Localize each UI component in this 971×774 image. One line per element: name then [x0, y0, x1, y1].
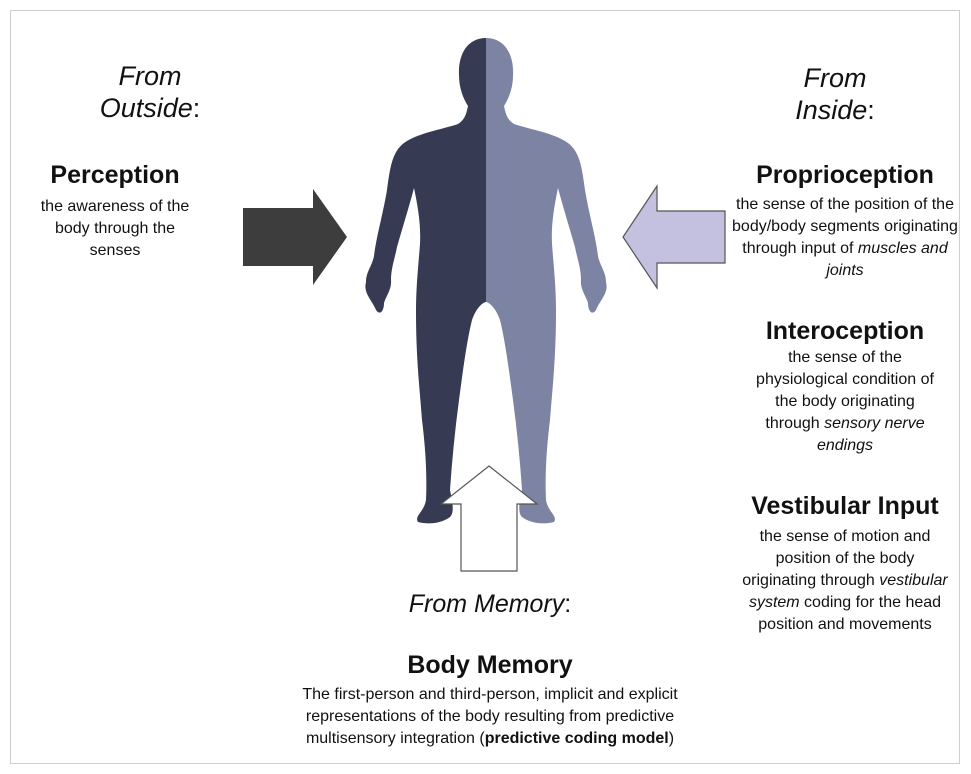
perception-title: Perception: [20, 160, 210, 190]
from-inside-colon: :: [867, 95, 875, 125]
from-inside-heading-line1: From: [765, 62, 905, 94]
from-outside-colon: :: [193, 93, 201, 123]
vestibular-input-title: Vestibular Input: [728, 491, 962, 521]
proprioception-title: Proprioception: [730, 160, 960, 190]
from-outside-heading-line1: From: [70, 60, 230, 92]
from-inside-heading: From Inside:: [765, 62, 905, 126]
from-inside-heading-line2: Inside: [795, 95, 867, 125]
interoception-desc-emphasis: sensory nerve endings: [817, 415, 925, 454]
interoception-description: the sense of the physiological condition…: [755, 347, 935, 457]
from-memory-colon: :: [564, 590, 571, 618]
vestibular-input-description: the sense of motion and position of the …: [740, 526, 950, 636]
body-memory-description: The first-person and third-person, impli…: [275, 684, 705, 750]
body-memory-desc-end: ): [669, 730, 674, 747]
proprioception-description: the sense of the position of the body/bo…: [730, 194, 960, 282]
from-outside-heading: From Outside:: [70, 60, 230, 124]
interoception-title: Interoception: [735, 316, 955, 346]
body-memory-desc-bold: predictive coding model: [485, 730, 669, 747]
body-memory-title: Body Memory: [340, 650, 640, 680]
from-memory-heading: From Memory:: [340, 589, 640, 619]
from-outside-heading-line2: Outside: [100, 93, 193, 123]
from-memory-heading-text: From Memory: [409, 590, 565, 618]
perception-description: the awareness of the body through the se…: [40, 196, 190, 262]
